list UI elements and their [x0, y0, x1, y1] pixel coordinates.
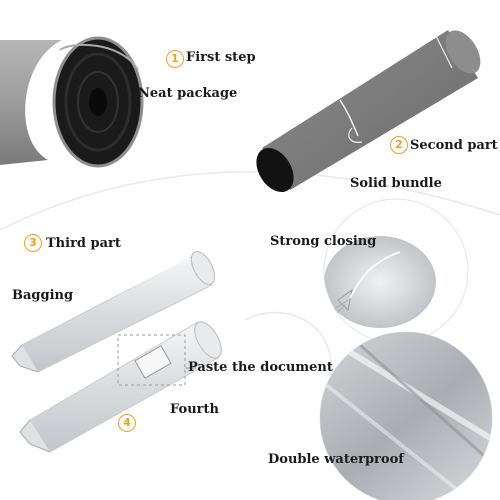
strong-closing-detail [323, 198, 469, 344]
rolled-felt-bundle [256, 30, 481, 193]
step-3-title: Third part [46, 236, 121, 251]
step-1-title: First step [186, 50, 256, 65]
strong-closing-label: Strong closing [270, 234, 377, 249]
step-4-caption: Paste the document [188, 360, 333, 375]
rolled-felt-end-view [0, 36, 144, 168]
step-2-caption: Solid bundle [350, 176, 442, 191]
step-1-caption: Neat package [138, 86, 238, 101]
background-curve [244, 311, 332, 381]
bagged-roll-with-document [19, 321, 222, 453]
document-label [134, 345, 172, 379]
step-2-title: Second part [410, 138, 498, 153]
step-4-title: Fourth [170, 402, 219, 417]
step-3-caption: Bagging [12, 288, 74, 303]
background-curve [0, 171, 500, 231]
step-number-badge: 4 [118, 414, 136, 432]
double-waterproof-detail [319, 331, 493, 500]
step-number-badge: 2 [390, 136, 408, 154]
step-number-badge: 3 [24, 234, 42, 252]
bagged-roll [11, 251, 216, 373]
step-number-badge: 1 [166, 50, 184, 68]
double-waterproof-label: Double waterproof [268, 452, 404, 467]
